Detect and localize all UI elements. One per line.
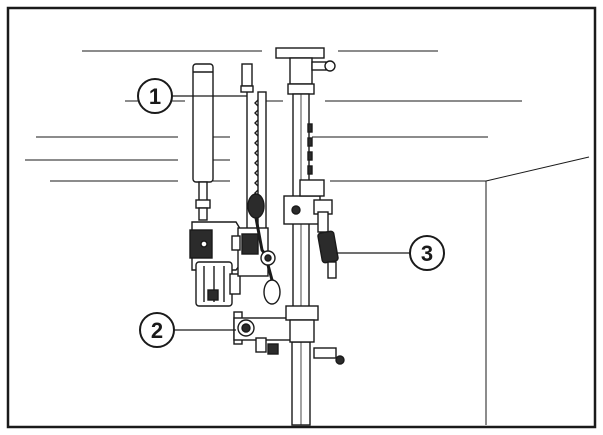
wall-outline bbox=[330, 156, 590, 425]
drill-motor bbox=[189, 221, 243, 307]
rack-carriage bbox=[231, 63, 269, 277]
callout-1: 1 bbox=[137, 78, 247, 114]
diagram-frame bbox=[6, 6, 597, 429]
reference-lines bbox=[25, 50, 522, 182]
callout-3: 3 bbox=[336, 235, 445, 271]
callout-2: 2 bbox=[139, 312, 236, 348]
feed-handle bbox=[247, 193, 281, 305]
callout-3-label: 3 bbox=[421, 241, 433, 266]
callout-2-label: 2 bbox=[151, 318, 163, 343]
column-clamp bbox=[283, 179, 339, 279]
callout-1-label: 1 bbox=[149, 84, 161, 109]
core-drill-bit bbox=[192, 63, 214, 221]
base-bracket bbox=[233, 305, 345, 365]
